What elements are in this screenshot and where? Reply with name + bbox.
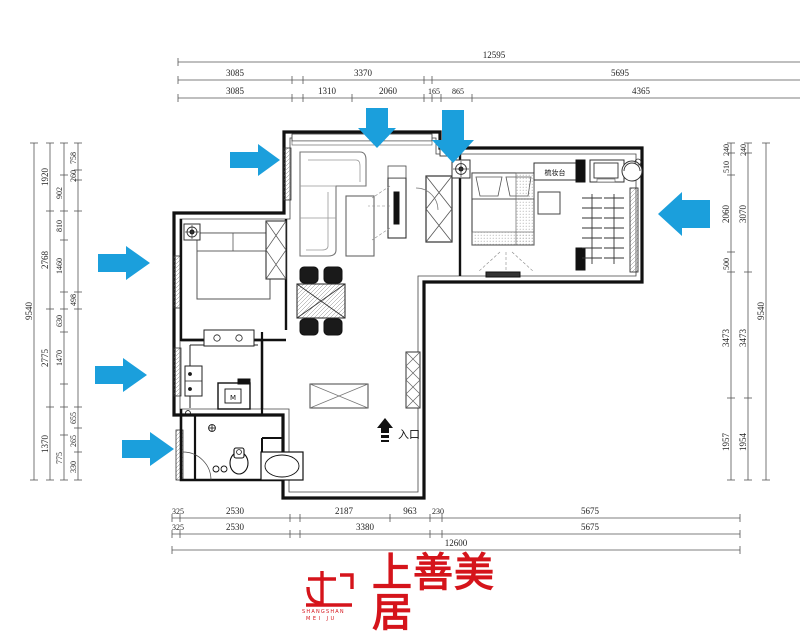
brand-name: 上善美居 — [372, 550, 495, 636]
dim-top-r1-2: 5695 — [611, 68, 630, 78]
dimension-group-right — [727, 142, 770, 481]
dim-bottom-r2-2: 3380 — [356, 522, 375, 532]
arrow-living-room-left — [230, 144, 280, 176]
dim-left-m3: 630 — [55, 315, 64, 327]
dimension-group-left — [30, 142, 82, 481]
arrow-living-balcony-top — [358, 108, 396, 148]
dimension-group-top — [177, 58, 800, 102]
logo-mark-icon: SHANGSHAN MEI JU — [300, 565, 362, 622]
dim-right-i2: 2060 — [721, 205, 731, 224]
dim-left-m5: 775 — [55, 452, 64, 464]
dim-left-m0: 902 — [55, 187, 64, 199]
dim-left-i0: 758 — [69, 152, 78, 164]
brand-logo: SHANGSHAN MEI JU 上善美居 — [300, 553, 500, 633]
dim-top-r2-0: 3085 — [226, 86, 245, 96]
callout-arrows — [95, 108, 710, 466]
dim-right-i1: 510 — [722, 161, 731, 173]
dim-bottom-overall: 12600 — [445, 538, 468, 548]
dim-top-r2-2: 2060 — [379, 86, 398, 96]
arrow-bathroom-left — [122, 432, 174, 466]
dim-bottom-r2-3: 5675 — [581, 522, 600, 532]
dim-left-i4: 265 — [69, 435, 78, 447]
dim-top-r1-1: 3370 — [354, 68, 373, 78]
dim-left-o1: 2768 — [40, 251, 50, 270]
dim-bottom-r1-2: 2187 — [335, 506, 354, 516]
logo-pinyin-line2: MEI JU — [306, 616, 337, 622]
dim-bottom-r1-3: 963 — [403, 506, 417, 516]
entrance-arrow-icon — [377, 418, 393, 442]
entrance-marker — [377, 418, 393, 442]
dim-bottom-r1-5: 5675 — [581, 506, 600, 516]
dim-bottom-r2-0: 325 — [172, 523, 184, 532]
label-washing-machine: M — [230, 394, 236, 402]
dim-top-r1-0: 3085 — [226, 68, 245, 78]
dim-right-o1: 3070 — [738, 205, 748, 224]
dim-right-o0: 240 — [739, 144, 748, 156]
dimension-group-bottom — [171, 514, 741, 554]
dim-left-o2: 2775 — [40, 349, 50, 368]
dim-right-i4: 3473 — [721, 329, 731, 348]
dim-left-o0: 1920 — [40, 168, 50, 187]
label-dressing-table: 梳妆台 — [545, 168, 566, 177]
label-entrance: 入口 — [398, 428, 420, 441]
dim-bottom-r1-0: 325 — [172, 507, 184, 516]
dim-bottom-r1-4: 230 — [432, 507, 444, 516]
dim-left-i2: 498 — [69, 294, 78, 306]
arrow-bedroom2-left — [98, 246, 150, 280]
arrow-kitchen-left — [95, 358, 147, 392]
dim-left-m2: 1460 — [55, 258, 64, 274]
dim-top-overall: 12595 — [483, 50, 506, 60]
dim-right-o3: 1954 — [738, 433, 748, 452]
arrow-master-bedroom-top — [432, 110, 474, 163]
dim-top-r2-3: 165 — [428, 87, 440, 96]
dim-left-i5: 330 — [69, 461, 78, 473]
dim-top-r2-4: 865 — [452, 87, 464, 96]
dim-right-overall: 9540 — [756, 302, 766, 321]
dim-left-i3: 655 — [69, 412, 78, 424]
dim-left-overall: 9540 — [24, 302, 34, 321]
dim-top-r2-5: 4365 — [632, 86, 651, 96]
dim-right-i5: 1957 — [721, 433, 731, 452]
dim-left-o3: 1370 — [40, 435, 50, 454]
dim-left-i1: 260 — [69, 170, 78, 182]
dim-bottom-r2-1: 2530 — [226, 522, 245, 532]
dim-top-r2-1: 1310 — [318, 86, 337, 96]
dim-right-o2: 3473 — [738, 329, 748, 348]
dim-left-m4: 1470 — [55, 350, 64, 366]
dim-bottom-r1-1: 2530 — [226, 506, 245, 516]
arrow-master-balcony-right — [658, 192, 710, 236]
dim-right-i3: 500 — [722, 258, 731, 270]
dim-left-m1: 810 — [55, 220, 64, 232]
logo-pinyin-line1: SHANGSHAN — [302, 609, 345, 615]
wall-structure — [172, 130, 644, 500]
dim-right-i0: 240 — [722, 144, 731, 156]
